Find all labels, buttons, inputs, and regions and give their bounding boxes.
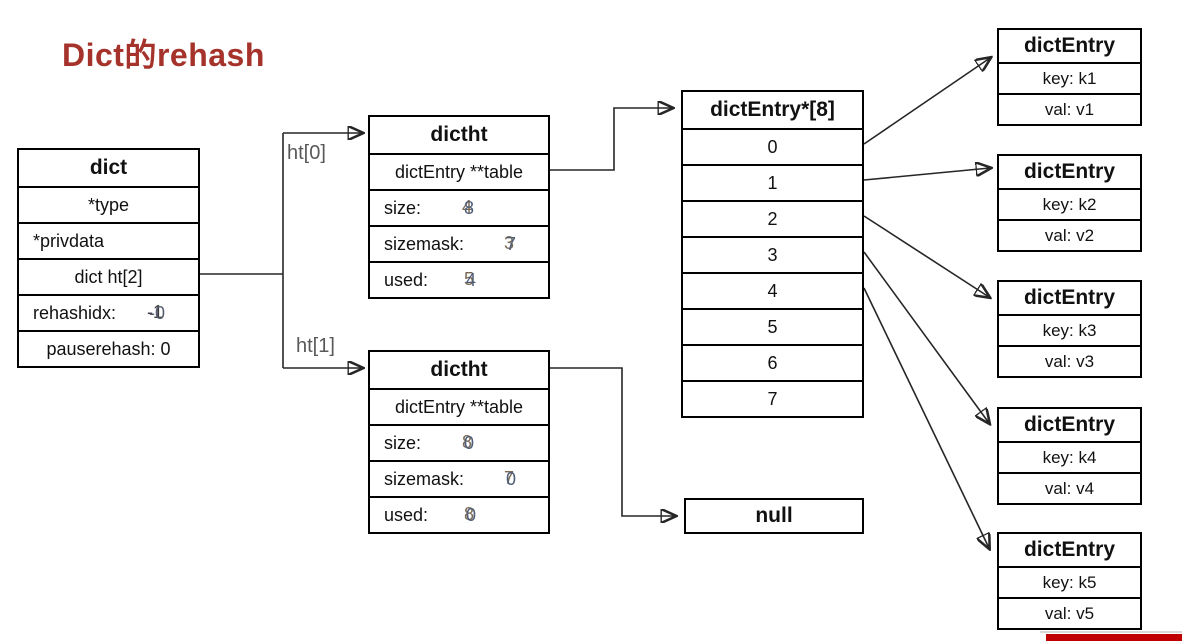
sizemask-value-overlap: 3 7 [504, 233, 522, 257]
bucket-slot-0: 0 [683, 128, 862, 164]
sizemask-old-value: 3 [504, 233, 515, 253]
size-label: size: [384, 197, 422, 218]
rehashidx-old-value: -1 [147, 302, 164, 322]
hash-bucket-header: dictEntry*[8] [710, 98, 835, 121]
null-box: null [684, 498, 864, 534]
used-old-value: 8 [464, 504, 475, 524]
dictht0-table-row: dictEntry **table [370, 153, 548, 189]
bucket-slot-6: 6 [683, 344, 862, 380]
dictht1-used-row: used: 8 0 [370, 496, 548, 532]
arrow-table0-to-hashtable [550, 108, 672, 171]
arrow-slot4-to-entry5 [863, 287, 989, 548]
used-label: used: [384, 504, 429, 525]
entry-val: val: v2 [999, 219, 1140, 250]
dict-entry-box-5: dictEntry key: k5 val: v5 [997, 532, 1142, 630]
sizemask-label: sizemask: [384, 233, 465, 254]
arrow-slot3-to-entry4 [863, 251, 989, 423]
dict-entry-box-3: dictEntry key: k3 val: v3 [997, 280, 1142, 378]
entry-header: dictEntry [1023, 538, 1115, 561]
hash-bucket-array-box: dictEntry*[8] 0 1 2 3 4 5 6 7 [681, 90, 864, 418]
arrow-slot0-to-entry1 [863, 58, 990, 145]
rehashidx-label: rehashidx: [33, 302, 117, 323]
entry-key: key: k3 [999, 314, 1140, 345]
arrow-slot2-to-entry3 [863, 215, 989, 297]
dictht1-header: dictht [430, 358, 488, 381]
dict-pauserehash-row: pauserehash: 0 [19, 330, 198, 366]
entry-key: key: k5 [999, 566, 1140, 597]
used-value-overlap: 5 4 [464, 269, 482, 293]
dict-box-header: dict [89, 156, 128, 179]
dict-entry-box-1: dictEntry key: k1 val: v1 [997, 28, 1142, 126]
dict-type-row: *type [19, 186, 198, 222]
rehashidx-value-overlap: -1 -0 [147, 302, 177, 326]
sizemask-new-value: 7 [506, 234, 517, 254]
entry-header: dictEntry [1023, 413, 1115, 436]
sizemask-old-value: 7 [504, 468, 515, 488]
dict-entry-box-4: dictEntry key: k4 val: v4 [997, 407, 1142, 505]
slide-title: Dict的rehash [62, 37, 265, 73]
dictht0-header: dictht [430, 123, 488, 146]
null-label: null [755, 504, 793, 527]
bucket-slot-1: 1 [683, 164, 862, 200]
dictht0-size-row: size: 4 8 [370, 189, 548, 225]
used-new-value: 0 [466, 505, 477, 525]
dict-rehashidx-row: rehashidx: -1 -0 [19, 294, 198, 330]
arrow-slot1-to-entry2 [863, 168, 990, 181]
entry-val: val: v3 [999, 345, 1140, 376]
dictht1-size-row: size: 8 0 [370, 424, 548, 460]
bucket-slot-4: 4 [683, 272, 862, 308]
entry-key: key: k2 [999, 188, 1140, 219]
ht0-pointer-label: ht[0] [287, 142, 326, 164]
size-old-value: 8 [462, 432, 473, 452]
used-new-value: 4 [466, 270, 477, 290]
entry-header: dictEntry [1023, 160, 1115, 183]
bucket-slot-3: 3 [683, 236, 862, 272]
dictht1-sizemask-row: sizemask: 7 0 [370, 460, 548, 496]
dictht0-box: dictht dictEntry **table size: 4 8 sizem… [368, 115, 550, 299]
entry-key: key: k4 [999, 441, 1140, 472]
sizemask-value-overlap: 7 0 [504, 468, 522, 492]
dict-privdata-row: *privdata [19, 222, 198, 258]
footer-red-bar [1046, 634, 1182, 641]
dictht0-used-row: used: 5 4 [370, 261, 548, 297]
entry-val: val: v1 [999, 93, 1140, 124]
dict-struct-box: dict *type *privdata dict ht[2] rehashid… [17, 148, 200, 368]
entry-header: dictEntry [1023, 286, 1115, 309]
bucket-slot-5: 5 [683, 308, 862, 344]
entry-key: key: k1 [999, 62, 1140, 93]
size-old-value: 4 [462, 197, 473, 217]
used-old-value: 5 [464, 269, 475, 289]
dictht0-sizemask-row: sizemask: 3 7 [370, 225, 548, 261]
arrow-dictht1-to-null [550, 367, 675, 516]
sizemask-label: sizemask: [384, 468, 465, 489]
size-new-value: 0 [464, 433, 475, 453]
footer-gray-line [1040, 631, 1182, 633]
dictht1-box: dictht dictEntry **table size: 8 0 sizem… [368, 350, 550, 534]
used-label: used: [384, 269, 429, 290]
bucket-slot-7: 7 [683, 380, 862, 416]
ht1-pointer-label: ht[1] [296, 335, 335, 357]
dict-entry-box-2: dictEntry key: k2 val: v2 [997, 154, 1142, 252]
entry-val: val: v4 [999, 472, 1140, 503]
sizemask-new-value: 0 [506, 469, 517, 489]
size-label: size: [384, 432, 422, 453]
rehashidx-new-value: -0 [149, 303, 166, 323]
entry-val: val: v5 [999, 597, 1140, 628]
used-value-overlap: 8 0 [464, 504, 482, 528]
size-new-value: 8 [464, 198, 475, 218]
dict-ht-row: dict ht[2] [19, 258, 198, 294]
size-value-overlap: 8 0 [462, 432, 480, 456]
dictht1-table-row: dictEntry **table [370, 388, 548, 424]
entry-header: dictEntry [1023, 34, 1115, 57]
bucket-slot-2: 2 [683, 200, 862, 236]
size-value-overlap: 4 8 [462, 197, 480, 221]
